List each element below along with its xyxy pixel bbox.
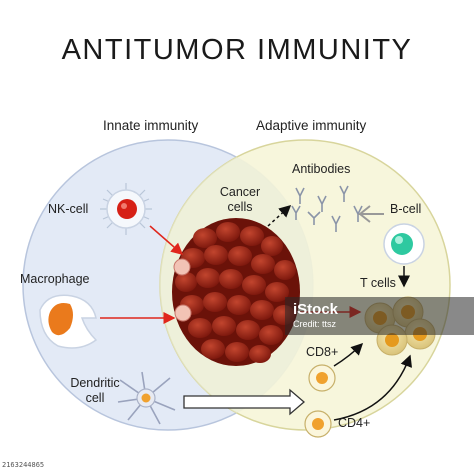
image-id-text: 2163244865 <box>2 461 45 469</box>
dendritic-to-adaptive-arrow <box>183 388 305 416</box>
cd8-label: CD8+ <box>306 345 339 359</box>
macrophage-label: Macrophage <box>20 272 90 286</box>
t-cells-label: T cells <box>360 276 396 290</box>
watermark-brand: iStock <box>293 301 339 318</box>
cancer-cells-label: Cancer cells <box>219 185 261 214</box>
antibody-dashed-arrow <box>267 204 292 227</box>
watermark-credit: Credit: ttsz <box>293 319 337 329</box>
b-cell-icon <box>383 223 425 265</box>
tumor-mass <box>172 218 300 366</box>
antibodies-label: Antibodies <box>292 162 351 176</box>
nk-to-tumor-arrow <box>149 225 184 255</box>
cd8-cell-icon <box>308 364 336 392</box>
dendritic-cell-label: Dendritic cell <box>70 376 120 405</box>
innate-immunity-label: Innate immunity <box>103 118 199 133</box>
adaptive-immunity-label: Adaptive immunity <box>256 118 367 133</box>
cd4-cell-icon <box>304 410 332 438</box>
cd8-to-tcell-arrow <box>333 342 364 367</box>
nk-cell-label: NK-cell <box>48 202 89 216</box>
b-cell-label: B-cell <box>390 202 422 216</box>
watermark-banner: iStock Credit: ttsz <box>285 297 474 335</box>
bcell-to-antibody-open-arrow <box>357 205 384 223</box>
cd4-label: CD4+ <box>338 416 371 430</box>
cd4-to-tcell-arrow <box>333 354 412 421</box>
page-title: ANTITUMOR IMMUNITY <box>61 34 413 66</box>
antibodies-icon <box>291 185 363 232</box>
nk-cell-icon <box>100 183 152 235</box>
macrophage-icon <box>39 294 98 349</box>
